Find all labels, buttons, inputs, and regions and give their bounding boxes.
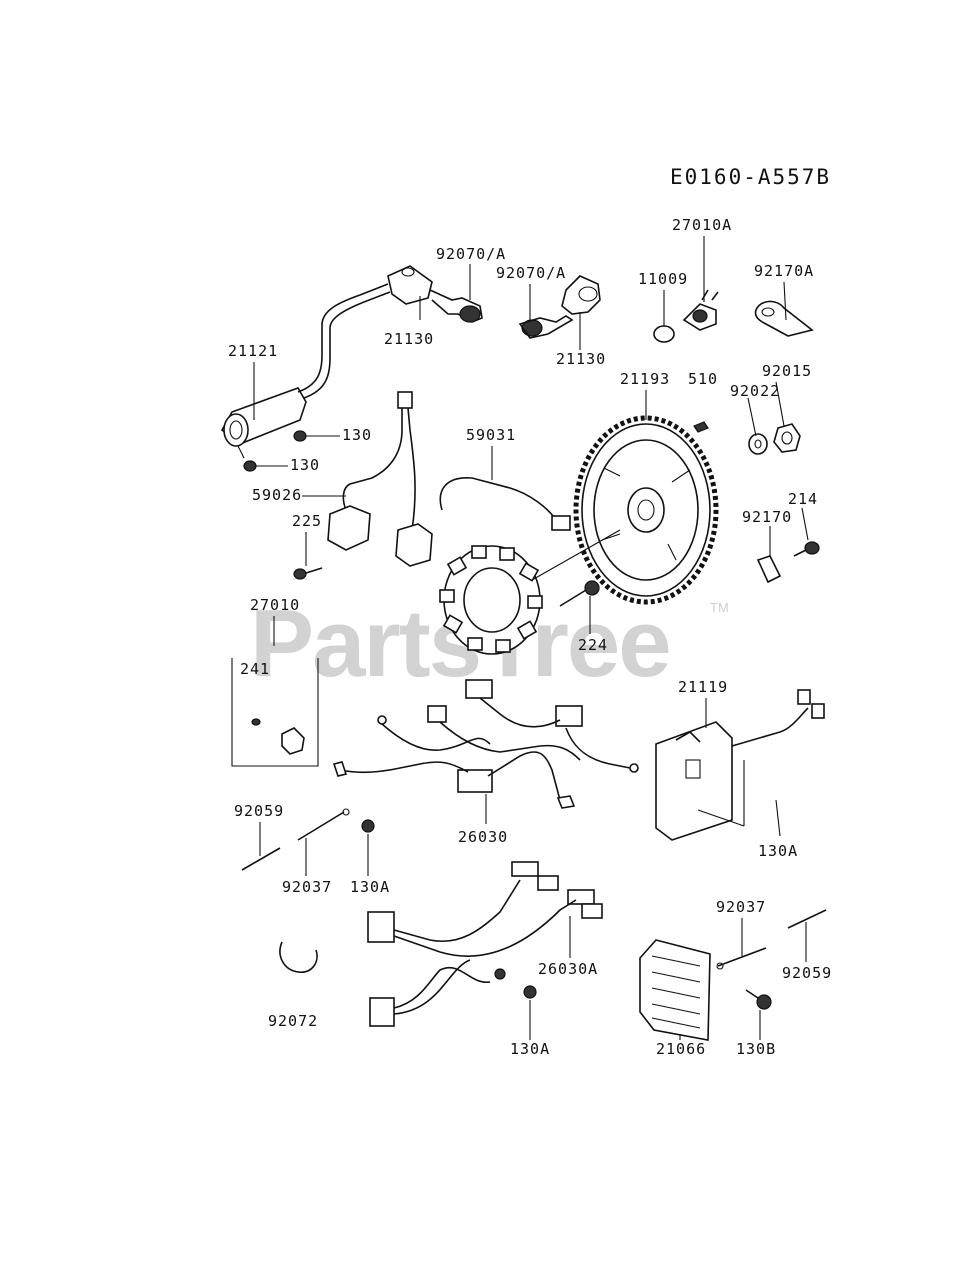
spark-plug-92070A-right[interactable]: [518, 315, 574, 339]
label-214[interactable]: 214: [788, 490, 818, 508]
ignition-coil-21121[interactable]: [220, 283, 391, 447]
label-92037-left[interactable]: 92037: [282, 878, 332, 896]
label-92022[interactable]: 92022: [730, 382, 780, 400]
part-labels: 92070/A 92070/A 21130 21130 27010A 11009…: [228, 216, 832, 1058]
label-11009[interactable]: 11009: [638, 270, 688, 288]
bolt-130-upper[interactable]: [293, 430, 307, 442]
spark-plug-cap-21130-left[interactable]: [387, 265, 433, 305]
label-26030[interactable]: 26030: [458, 828, 508, 846]
bolt-130-lower[interactable]: [237, 445, 257, 472]
label-92070A-right[interactable]: 92070/A: [496, 264, 566, 282]
spark-plug-27010A[interactable]: [682, 289, 719, 331]
label-59031[interactable]: 59031: [466, 426, 516, 444]
label-92059-left[interactable]: 92059: [234, 802, 284, 820]
label-92072[interactable]: 92072: [268, 1012, 318, 1030]
label-130A-lower[interactable]: 130A: [510, 1040, 550, 1058]
label-21119[interactable]: 21119: [678, 678, 728, 696]
spark-plug-cap-21130-right[interactable]: [561, 275, 601, 315]
label-21066[interactable]: 21066: [656, 1040, 706, 1058]
rod-92037-left[interactable]: [297, 808, 350, 841]
bolt-130B[interactable]: [745, 989, 772, 1010]
label-130A-right[interactable]: 130A: [758, 842, 798, 860]
label-21193[interactable]: 21193: [620, 370, 670, 388]
flywheel-21193[interactable]: [573, 415, 719, 605]
diagram-code: E0160-A557B: [670, 165, 831, 189]
ignitor-21119[interactable]: [655, 689, 825, 841]
bolt-130A-lower[interactable]: [523, 985, 537, 999]
spark-plug-27010[interactable]: [231, 658, 319, 767]
label-27010A[interactable]: 27010A: [672, 216, 732, 234]
label-224[interactable]: 224: [578, 636, 608, 654]
nut-92015[interactable]: [773, 423, 801, 453]
label-21121[interactable]: 21121: [228, 342, 278, 360]
label-27010[interactable]: 27010: [250, 596, 300, 614]
bolt-225[interactable]: [293, 567, 323, 580]
bolt-214[interactable]: [793, 541, 820, 557]
stator-59031[interactable]: [439, 477, 571, 655]
label-92170[interactable]: 92170: [742, 508, 792, 526]
washer-92022[interactable]: [748, 433, 768, 455]
pin-92059-left[interactable]: [241, 847, 281, 871]
label-130B[interactable]: 130B: [736, 1040, 776, 1058]
leader-lines: [253, 236, 809, 1040]
label-241[interactable]: 241: [240, 660, 270, 678]
gasket-11009[interactable]: [653, 325, 675, 343]
label-21130-right[interactable]: 21130: [556, 350, 606, 368]
label-130A-left[interactable]: 130A: [350, 878, 390, 896]
label-59026[interactable]: 59026: [252, 486, 302, 504]
label-21130-left[interactable]: 21130: [384, 330, 434, 348]
wire-harness-26030[interactable]: [332, 679, 639, 809]
regulator-21066[interactable]: [639, 939, 711, 1041]
label-92070A-left[interactable]: 92070/A: [436, 245, 506, 263]
wire-lead-59026[interactable]: [327, 391, 433, 567]
label-225[interactable]: 225: [292, 512, 322, 530]
bolt-130A-left[interactable]: [361, 819, 375, 833]
label-26030A[interactable]: 26030A: [538, 960, 598, 978]
label-510[interactable]: 510: [688, 370, 718, 388]
rod-92037-right[interactable]: [716, 947, 767, 970]
pin-92059-right[interactable]: [787, 909, 827, 929]
label-92037-right[interactable]: 92037: [716, 898, 766, 916]
clamp-92072[interactable]: [279, 941, 318, 973]
label-92059-right[interactable]: 92059: [782, 964, 832, 982]
label-92015[interactable]: 92015: [762, 362, 812, 380]
label-92170A[interactable]: 92170A: [754, 262, 814, 280]
wire-harness-26030A[interactable]: [367, 861, 603, 1027]
label-130-lower[interactable]: 130: [290, 456, 320, 474]
label-130-upper[interactable]: 130: [342, 426, 372, 444]
bracket-92170[interactable]: [756, 555, 782, 584]
watermark-trademark: TM: [710, 600, 729, 615]
key-510[interactable]: [693, 421, 709, 433]
bracket-92170A[interactable]: [754, 300, 814, 337]
spark-plug-92070A-left[interactable]: [429, 289, 483, 323]
bolt-224[interactable]: [559, 580, 600, 607]
